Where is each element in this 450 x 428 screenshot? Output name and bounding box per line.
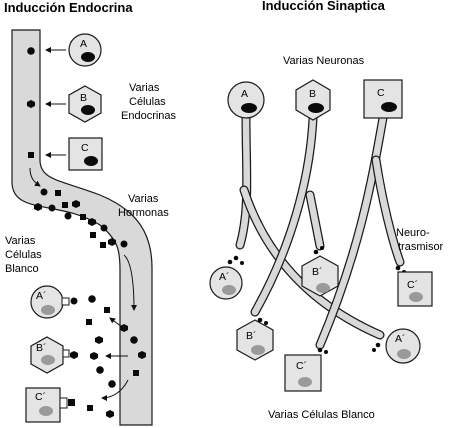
endocrine-targets-label: Varias Células Blanco bbox=[5, 235, 45, 275]
synaptic-target-b-top-label: B´ bbox=[312, 266, 323, 278]
neuron-b: B bbox=[295, 79, 331, 121]
endocrine-cell-c: C bbox=[68, 137, 103, 171]
synaptic-targets-label: Varias Células Blanco bbox=[268, 409, 375, 421]
synaptic-target-a-right: A´ bbox=[385, 328, 421, 364]
synaptic-target-a-right-label: A´ bbox=[395, 333, 406, 345]
release-arrow-3 bbox=[101, 379, 129, 401]
mixed-hormones-vessel bbox=[34, 188, 128, 248]
synaptic-target-b-bottom-label: B´ bbox=[246, 330, 257, 342]
flow-arrow-upper bbox=[29, 167, 41, 187]
released-hormones bbox=[86, 295, 146, 418]
synaptic-target-c-bottom: C´ bbox=[284, 354, 322, 392]
flow-arrow-lower bbox=[123, 254, 137, 311]
endocrine-target-a: A´ bbox=[30, 285, 78, 319]
endocrine-cell-c-label: C bbox=[81, 142, 89, 154]
synaptic-target-b-bottom: B´ bbox=[236, 319, 274, 361]
endocrine-cell-a-label: A bbox=[80, 38, 87, 50]
endocrine-target-b-label: B´ bbox=[36, 342, 47, 354]
title-synaptic: Inducción Sinaptica bbox=[262, 0, 386, 13]
synaptic-target-c: C´ bbox=[397, 271, 433, 307]
neuron-c-label: C bbox=[377, 87, 385, 99]
endocrine-cell-b: B bbox=[68, 85, 102, 123]
endocrine-cells-label: Varias Células Endocrinas bbox=[121, 82, 177, 122]
endocrine-target-c-label: C´ bbox=[35, 391, 46, 403]
neurotransmitter-dots bbox=[227, 246, 406, 354]
neuron-a-label: A bbox=[241, 88, 248, 100]
neuron-c: C bbox=[363, 79, 403, 119]
release-arrow-1 bbox=[109, 317, 127, 331]
neuron-b-label: B bbox=[309, 88, 316, 100]
neurotransmitter-label: Neuro- trasmisor bbox=[396, 227, 444, 253]
neurons-label: Varias Neuronas bbox=[283, 55, 365, 67]
hormone-square bbox=[28, 152, 34, 158]
neuron-a: A bbox=[227, 81, 265, 119]
hormone-hexagon bbox=[27, 100, 35, 108]
endocrine-cell-b-label: B bbox=[80, 92, 87, 104]
synaptic-target-a-label: A´ bbox=[219, 271, 230, 283]
endocrine-target-c: C´ bbox=[25, 387, 75, 423]
axons bbox=[235, 113, 405, 350]
hormones-label: Varias Hormonas bbox=[118, 193, 169, 219]
title-endocrine: Inducción Endocrina bbox=[4, 0, 133, 15]
synaptic-target-b-top: B´ bbox=[301, 255, 339, 297]
synaptic-target-c-label: C´ bbox=[407, 279, 418, 291]
endocrine-cell-a: A bbox=[68, 33, 102, 67]
endocrine-target-b: B´ bbox=[30, 336, 78, 374]
synaptic-target-a: A´ bbox=[209, 266, 243, 300]
endocrine-target-a-label: A´ bbox=[36, 290, 47, 302]
synaptic-target-c-bottom-label: C´ bbox=[296, 360, 307, 372]
hormone-circle bbox=[27, 47, 35, 55]
